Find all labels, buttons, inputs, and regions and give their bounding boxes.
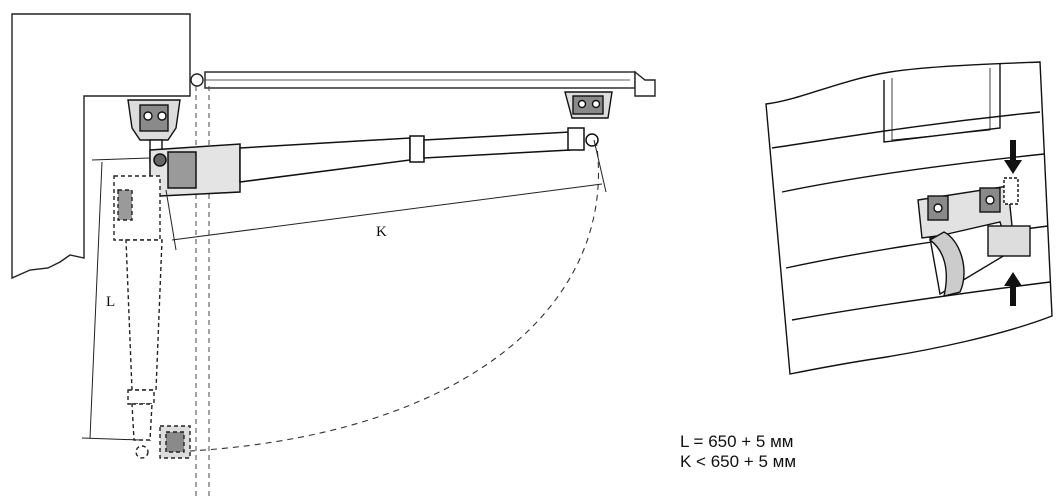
label-l: L <box>106 294 115 310</box>
actuator-open <box>113 175 191 459</box>
rear-bracket <box>127 99 181 163</box>
gate-leaf <box>190 70 656 97</box>
wall-pillar <box>11 13 191 280</box>
label-k: K <box>376 224 387 240</box>
swing-arc <box>169 139 600 453</box>
formula-k: K < 650 + 5 мм <box>680 452 797 471</box>
dimension-l <box>81 157 151 441</box>
detail-view <box>765 61 1053 375</box>
front-bracket <box>564 91 613 119</box>
hinge-axis-lines <box>195 86 210 499</box>
arrow-up-icon <box>1004 272 1022 306</box>
formula-l: L = 650 + 5 мм <box>680 432 794 451</box>
dimension-k <box>165 139 607 251</box>
arrow-down-icon <box>1004 140 1022 174</box>
actuator-closed <box>149 127 599 197</box>
